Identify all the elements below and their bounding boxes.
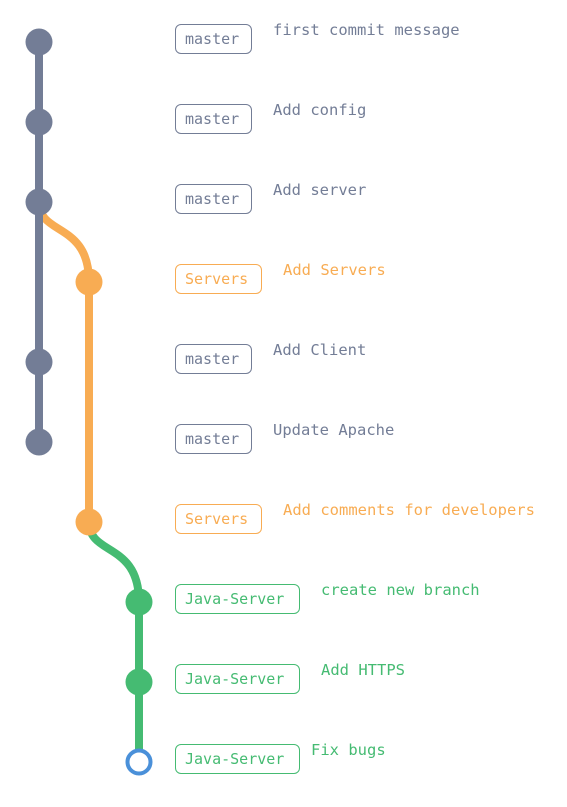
branch-tag[interactable]: Java-Server xyxy=(175,664,300,694)
commit-row[interactable]: Java-Server Fix bugs xyxy=(0,740,567,780)
commit-message: Add HTTPS xyxy=(321,661,405,679)
commit-node[interactable] xyxy=(25,348,53,376)
commit-node[interactable] xyxy=(125,668,153,696)
branch-tag[interactable]: master xyxy=(175,184,252,214)
commit-node[interactable] xyxy=(125,588,153,616)
commit-node[interactable] xyxy=(25,28,53,56)
commit-message: Add Servers xyxy=(283,261,386,279)
branch-tag[interactable]: Java-Server xyxy=(175,584,300,614)
commit-row[interactable]: master Add server xyxy=(0,180,567,220)
commit-message: Add comments for developers xyxy=(283,501,535,519)
commit-message: Add config xyxy=(273,101,367,119)
branch-tag[interactable]: master xyxy=(175,104,252,134)
commit-row[interactable]: master Update Apache xyxy=(0,420,567,460)
commit-row[interactable]: Java-Server Add HTTPS xyxy=(0,660,567,700)
commit-node[interactable] xyxy=(25,108,53,136)
commit-row[interactable]: Servers Add comments for developers xyxy=(0,500,567,540)
commit-row[interactable]: master Add config xyxy=(0,100,567,140)
commit-node[interactable] xyxy=(75,508,103,536)
commit-node[interactable] xyxy=(75,268,103,296)
commit-message: Fix bugs xyxy=(311,741,386,759)
branch-tag[interactable]: master xyxy=(175,344,252,374)
branch-tag[interactable]: master xyxy=(175,424,252,454)
head-commit-node[interactable] xyxy=(125,748,153,776)
commit-row[interactable]: Servers Add Servers xyxy=(0,260,567,300)
commit-message: Update Apache xyxy=(273,421,395,439)
commit-node[interactable] xyxy=(25,428,53,456)
commit-message: first commit message xyxy=(273,21,460,39)
branch-tag[interactable]: Servers xyxy=(175,504,262,534)
branch-tag[interactable]: Java-Server xyxy=(175,744,300,774)
commit-row[interactable]: master first commit message xyxy=(0,20,567,60)
commit-message: Add Client xyxy=(273,341,367,359)
commit-message: create new branch xyxy=(321,581,480,599)
commit-node[interactable] xyxy=(25,188,53,216)
commit-message: Add server xyxy=(273,181,367,199)
branch-tag[interactable]: master xyxy=(175,24,252,54)
commit-row[interactable]: Java-Server create new branch xyxy=(0,580,567,620)
branch-tag[interactable]: Servers xyxy=(175,264,262,294)
commit-row[interactable]: master Add Client xyxy=(0,340,567,380)
